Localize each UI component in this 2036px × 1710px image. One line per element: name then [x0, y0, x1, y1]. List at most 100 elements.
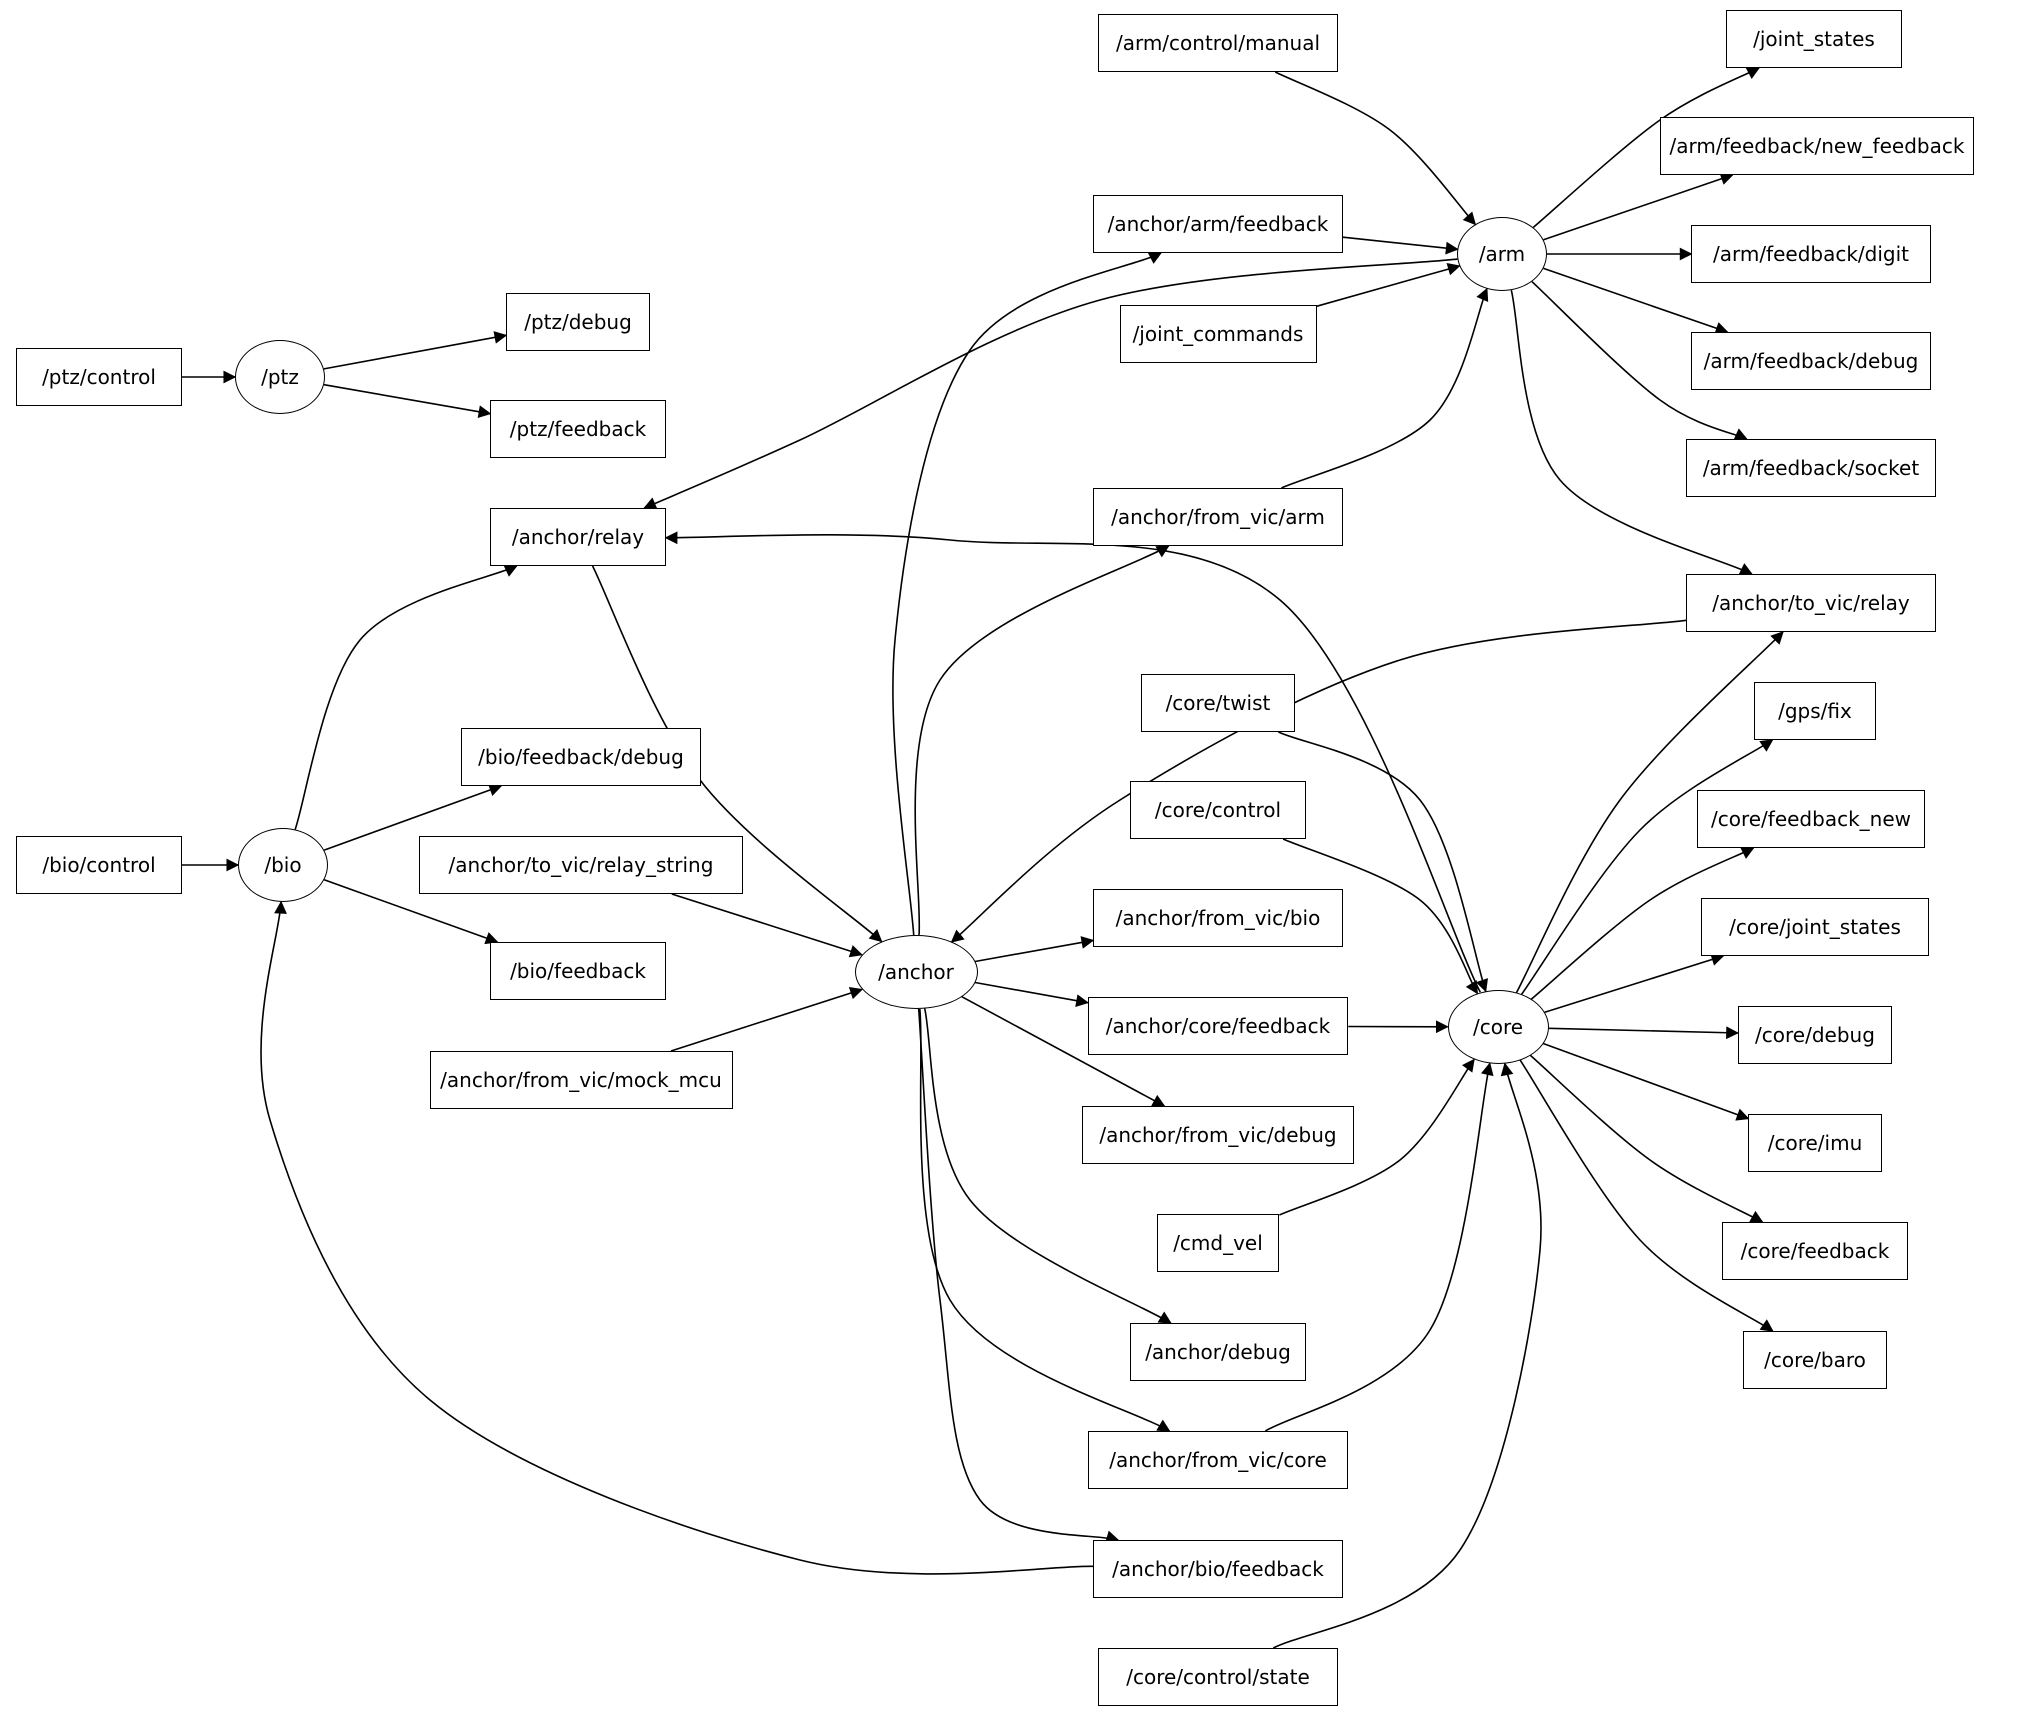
node-label: /bio/feedback/debug [478, 745, 684, 769]
node-label: /anchor/from_vic/core [1109, 1448, 1327, 1472]
topic-core-feedback-new: /core/feedback_new [1696, 790, 1926, 848]
edge-core-to-core_imu [1542, 1042, 1750, 1121]
node-label: /ptz [261, 365, 299, 389]
edge-ptz-to-ptz_feedback [323, 383, 492, 419]
edge-anchor_from_vic_mock_mcu-to-anchor [670, 986, 864, 1052]
topic-core-control-state: /core/control/state [1098, 1648, 1338, 1706]
edge-arm-to-arm_feedback_socket [1531, 281, 1748, 441]
topic-ptz-debug: /ptz/debug [506, 293, 650, 351]
edge-anchor-to-anchor_from_vic_debug [961, 995, 1166, 1107]
edge-anchor-to-anchor_core_feedback [974, 981, 1089, 1007]
edge-arm-to-joint_states [1532, 67, 1761, 229]
edge-joint_commands-to-arm [1316, 262, 1461, 308]
topic-cmd-vel: /cmd_vel [1156, 1214, 1280, 1272]
topic-anchor-from-vic-bio: /anchor/from_vic/bio [1093, 889, 1343, 947]
edge-core-to-core_feedback [1529, 1054, 1764, 1223]
node-label: /core/twist [1165, 691, 1271, 715]
topic-anchor-from-vic-mock-mcu: /anchor/from_vic/mock_mcu [429, 1051, 733, 1109]
edge-core_control_state-to-core [1272, 1062, 1542, 1649]
node-label: /core [1472, 1015, 1524, 1039]
node-label: /arm/feedback/digit [1712, 242, 1910, 266]
node-label: /core/control/state [1126, 1665, 1310, 1689]
node-label: /joint_commands [1132, 322, 1304, 346]
edge-anchor-to-anchor_arm_feedback [892, 252, 1163, 936]
topic-arm-control-manual: /arm/control/manual [1098, 14, 1338, 72]
edge-arm_control_manual-to-arm [1274, 71, 1477, 226]
edge-bio-to-bio_feedback_debug [323, 783, 503, 851]
node-label: /gps/fix [1778, 699, 1852, 723]
topic-arm-feedback-new-feedback: /arm/feedback/new_feedback [1660, 117, 1974, 175]
node-label: /core/control [1154, 798, 1282, 822]
node-label: /anchor/from_vic/mock_mcu [440, 1068, 722, 1092]
node-label: /anchor [878, 960, 954, 984]
edge-cmd_vel-to-core [1279, 1058, 1475, 1216]
edge-core-to-core_baro [1519, 1059, 1774, 1332]
topic-anchor-core-feedback: /anchor/core/feedback [1087, 997, 1349, 1055]
topic-core-joint-states: /core/joint_states [1700, 898, 1930, 956]
edge-anchor-to-anchor_bio_feedback [917, 1008, 1120, 1543]
topic-core-feedback: /core/feedback [1721, 1222, 1909, 1280]
node-label: /anchor/from_vic/arm [1111, 505, 1325, 529]
topic-gps-fix: /gps/fix [1753, 682, 1877, 740]
topic-core-baro: /core/baro [1743, 1331, 1887, 1389]
node-label: /core/joint_states [1729, 915, 1901, 939]
edge-anchor_from_vic_core-to-core [1264, 1062, 1494, 1432]
edge-anchor_bio_feedback-to-bio [260, 900, 1094, 1575]
node-label: /anchor/from_vic/bio [1115, 906, 1321, 930]
node-label: /ptz/control [42, 365, 156, 389]
node-label: /anchor/to_vic/relay [1712, 591, 1910, 615]
topic-bio-feedback: /bio/feedback [490, 942, 666, 1000]
topic-anchor-to-vic-relay: /anchor/to_vic/relay [1686, 574, 1936, 632]
edge-anchor_from_vic_arm-to-arm [1281, 287, 1489, 489]
edge-bio-to-bio_feedback [323, 879, 499, 945]
node-label: /ptz/debug [524, 310, 632, 334]
node-label: /core/feedback_new [1710, 807, 1911, 831]
node-label: /bio [264, 853, 302, 877]
topic-anchor-from-vic-arm: /anchor/from_vic/arm [1093, 488, 1343, 546]
node-label: /anchor/relay [511, 525, 645, 549]
node-label: /anchor/to_vic/relay_string [448, 853, 714, 877]
node-label: /core/imu [1767, 1131, 1863, 1155]
topic-arm-feedback-socket: /arm/feedback/socket [1686, 439, 1936, 497]
topic-arm-feedback-debug: /arm/feedback/debug [1691, 332, 1931, 390]
topic-anchor-to-vic-relay-string: /anchor/to_vic/relay_string [418, 836, 744, 894]
topic-joint-states: /joint_states [1726, 10, 1902, 68]
node-label: /anchor/core/feedback [1105, 1014, 1331, 1038]
edge-anchor-to-anchor_from_vic_bio [974, 936, 1095, 963]
edge-core-to-anchor_relay [664, 531, 1482, 993]
node-anchor: /anchor [854, 935, 978, 1009]
node-label: /arm/feedback/socket [1702, 456, 1920, 480]
topic-core-debug: /core/debug [1737, 1006, 1893, 1064]
topic-core-imu: /core/imu [1748, 1114, 1882, 1172]
topic-ptz-feedback: /ptz/feedback [490, 400, 666, 458]
node-label: /arm [1478, 242, 1526, 266]
topic-core-control: /core/control [1130, 781, 1306, 839]
edge-core_control-to-core [1282, 838, 1478, 995]
topic-ptz-control: /ptz/control [16, 348, 182, 406]
topic-arm-feedback-digit: /arm/feedback/digit [1691, 225, 1931, 283]
edge-core-to-anchor_to_vic_relay [1515, 631, 1784, 993]
topic-bio-control: /bio/control [16, 836, 182, 894]
topic-anchor-bio-feedback: /anchor/bio/feedback [1093, 1540, 1343, 1598]
topic-anchor-from-vic-core: /anchor/from_vic/core [1087, 1431, 1349, 1489]
edge-anchor_arm_feedback-to-arm [1342, 236, 1459, 255]
topic-anchor-arm-feedback: /anchor/arm/feedback [1093, 195, 1343, 253]
node-label: /core/debug [1755, 1023, 1875, 1047]
edge-core-to-core_joint_states [1544, 953, 1725, 1014]
topic-anchor-relay: /anchor/relay [490, 508, 666, 566]
node-arm: /arm [1457, 217, 1547, 291]
node-label: /core/feedback [1740, 1239, 1890, 1263]
node-ptz: /ptz [235, 340, 325, 414]
topic-bio-feedback-debug: /bio/feedback/debug [461, 728, 701, 786]
edge-core-to-core_feedback_new [1530, 847, 1755, 1000]
edge-ptz-to-ptz_debug [323, 331, 508, 370]
edge-bio-to-anchor_relay [294, 565, 518, 830]
topic-joint-commands: /joint_commands [1119, 305, 1317, 363]
node-label: /bio/control [42, 853, 156, 877]
node-label: /arm/feedback/debug [1703, 349, 1919, 373]
node-label: /core/baro [1764, 1348, 1866, 1372]
node-label: /ptz/feedback [509, 417, 647, 441]
node-bio: /bio [238, 828, 328, 902]
edge-anchor_to_vic_relay_string-to-anchor [671, 893, 863, 958]
